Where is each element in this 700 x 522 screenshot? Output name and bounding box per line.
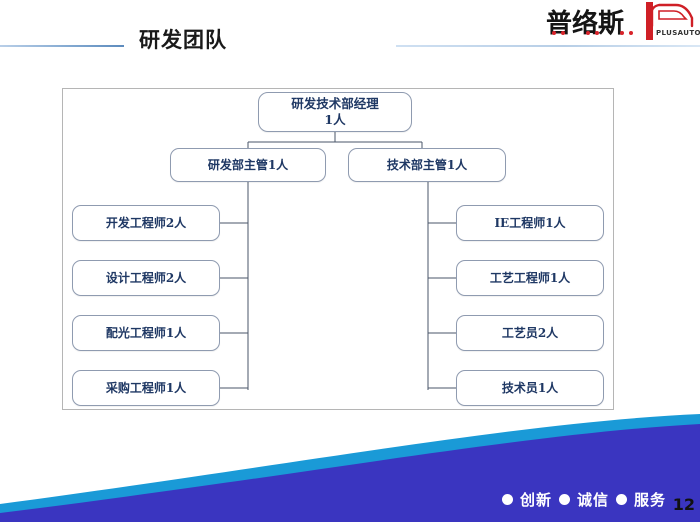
org-node-left-3[interactable]: 配光工程师1人 xyxy=(72,315,220,351)
page-number: 12 xyxy=(672,495,695,514)
logo-red-bar xyxy=(646,2,653,40)
slide-header: 研发团队 普络斯 PLUSAUTO xyxy=(0,0,700,78)
footer-decoration xyxy=(0,414,700,522)
org-node-right-1[interactable]: IE工程师1人 xyxy=(456,205,604,241)
company-logo: 普络斯 PLUSAUTO xyxy=(546,2,700,44)
footer-value-2: 诚信 xyxy=(576,491,609,509)
footer-values: 创新 诚信 服务 xyxy=(501,489,666,510)
org-chart-frame xyxy=(62,88,614,410)
logo-brand-en: PLUSAUTO xyxy=(656,29,700,37)
bullet-icon-3 xyxy=(615,494,627,505)
footer-value-1: 创新 xyxy=(519,491,552,509)
logo-accent-dots xyxy=(548,31,640,38)
org-node-manager[interactable]: 研发技术部经理 1人 xyxy=(258,92,412,132)
logo-brand-cn: 普络斯 xyxy=(546,9,625,39)
footer-value-3: 服务 xyxy=(633,491,666,509)
org-node-supervisor-tech[interactable]: 技术部主管1人 xyxy=(348,148,506,182)
org-node-right-4[interactable]: 技术员1人 xyxy=(456,370,604,406)
org-node-left-4[interactable]: 采购工程师1人 xyxy=(72,370,220,406)
header-rule-left xyxy=(0,45,124,47)
org-node-right-2[interactable]: 工艺工程师1人 xyxy=(456,260,604,296)
org-node-left-2[interactable]: 设计工程师2人 xyxy=(72,260,220,296)
bullet-icon-1 xyxy=(501,494,513,505)
org-node-right-3[interactable]: 工艺员2人 xyxy=(456,315,604,351)
org-node-left-1[interactable]: 开发工程师2人 xyxy=(72,205,220,241)
header-rule-right xyxy=(396,45,700,47)
truck-icon xyxy=(650,3,694,28)
bullet-icon-2 xyxy=(558,494,570,505)
org-node-supervisor-rd[interactable]: 研发部主管1人 xyxy=(170,148,326,182)
footer-band-primary xyxy=(0,424,700,522)
page-title: 研发团队 xyxy=(139,28,227,52)
